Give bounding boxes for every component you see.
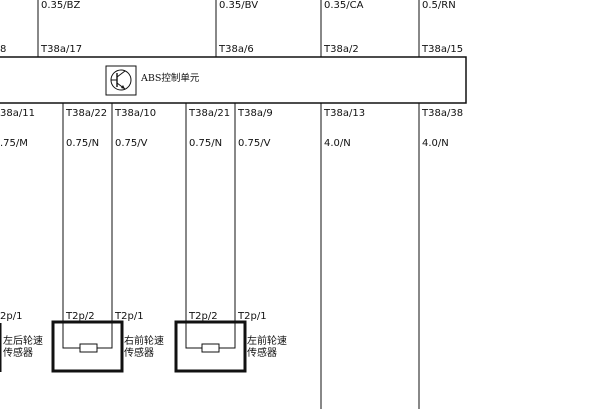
sensor-pin-label: T2p/2: [189, 311, 218, 322]
pin-label: T38a/9: [238, 108, 273, 119]
wire-spec-label: 0.35/CA: [324, 0, 364, 11]
wire-spec-label: .75/M: [0, 138, 28, 149]
pin-label: T38a/10: [115, 108, 157, 119]
pin-label: T38a/22: [66, 108, 108, 119]
left-front-sensor: [174, 320, 247, 373]
wire-spec-label: 0.75/N: [189, 138, 223, 149]
sensor-pin-label: T2p/1: [238, 311, 267, 322]
wire-spec-label: 0.5/RN: [422, 0, 456, 11]
pin-label: T38a/2: [324, 44, 359, 55]
pin-label: T38a/38: [422, 108, 464, 119]
wire-spec-label: 4.0/N: [422, 138, 449, 149]
wire-spec-label: 0.35/BV: [219, 0, 259, 11]
pin-label: T38a/13: [324, 108, 366, 119]
pin-label: T38a/17: [41, 44, 83, 55]
transistor-symbol-icon: [110, 69, 132, 91]
sensor-pin-label: 2p/1: [0, 311, 23, 322]
abs-control-unit-label: ABS控制单元: [141, 73, 200, 84]
sensor-pin-label: T2p/2: [66, 311, 95, 322]
wire-spec-label: 4.0/N: [324, 138, 351, 149]
abs-control-unit-box: [0, 56, 467, 104]
pin-label: T38a/15: [422, 44, 464, 55]
left-front-sensor-label: 左前轮速 传感器: [247, 336, 287, 359]
pin-label: T38a/6: [219, 44, 254, 55]
wire-spec-label: 0.75/N: [66, 138, 100, 149]
pin-label: 8: [0, 44, 7, 55]
wire-spec-label: 0.75/V: [115, 138, 148, 149]
sensor-pin-label: T2p/1: [115, 311, 144, 322]
left-rear-sensor-label: 左后轮速 传感器: [3, 336, 43, 359]
pin-label: T38a/21: [189, 108, 231, 119]
pin-label: 38a/11: [0, 108, 35, 119]
wire-spec-label: 0.35/BZ: [41, 0, 81, 11]
right-front-sensor-label: 右前轮速 传感器: [124, 336, 164, 359]
right-front-sensor: [51, 320, 124, 373]
wire-spec-label: 0.75/V: [238, 138, 271, 149]
